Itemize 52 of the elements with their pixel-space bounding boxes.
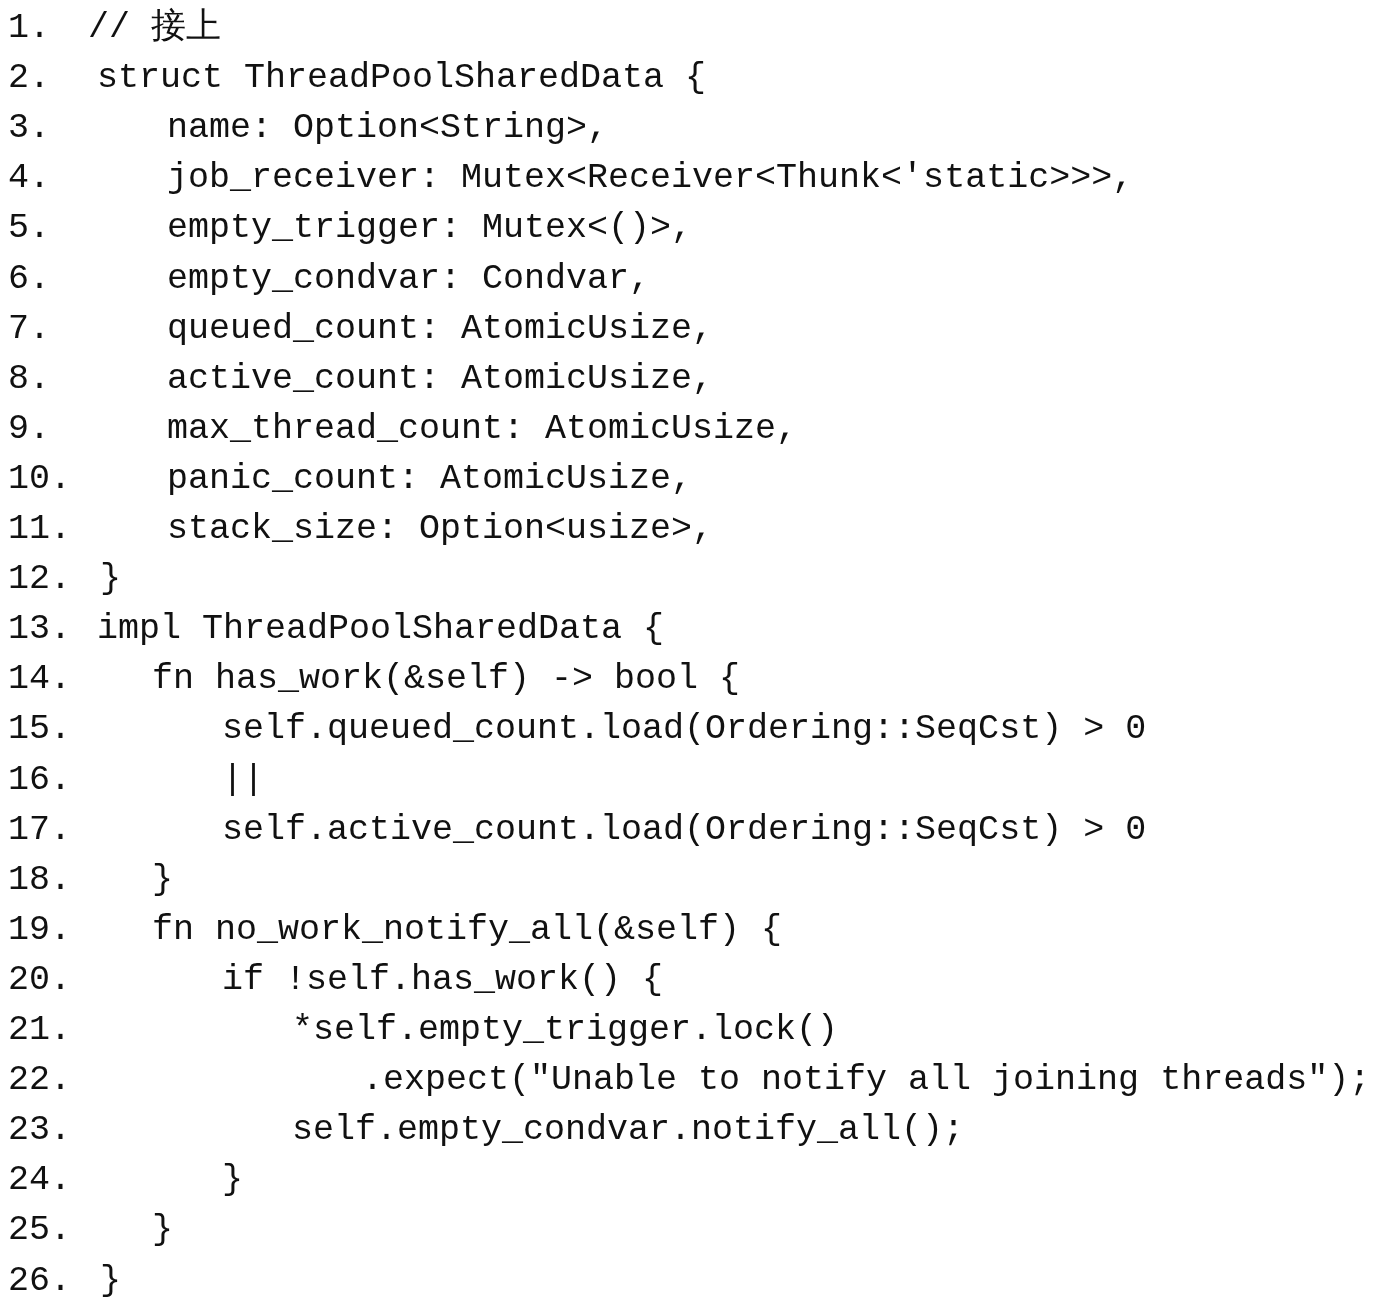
code-line: self.queued_count.load(Ordering::SeqCst) > 0 [222,709,1147,750]
line-number: 12. [8,559,71,600]
code-line: .expect("Unable to notify all joining threads"); [362,1060,1371,1101]
line-number: 5. [8,208,50,249]
line-number: 1. [8,8,50,48]
line-number: 17. [8,809,71,850]
line-number: 14. [8,659,71,700]
code-line: empty_trigger: Mutex<()>, [167,208,693,249]
code-line: job_receiver: Mutex<Receiver<Thunk<'static>>>, [167,158,1134,199]
line-number: 16. [8,759,71,800]
code-line: } [152,859,173,900]
code-line: fn has_work(&self) -> bool { [152,659,741,700]
code-line: stack_size: Option<usize>, [167,509,714,549]
line-number: 13. [8,609,71,650]
line-number: 2. [8,58,50,99]
line-number: 11. [8,509,71,549]
line-number: 25. [8,1210,71,1251]
line-number: 3. [8,108,50,149]
code-line: if !self.has_work() { [222,959,664,1000]
code-line: } [152,1210,173,1251]
code-line: active_count: AtomicUsize, [167,358,714,399]
line-number: 6. [8,258,50,299]
line-number: 10. [8,458,71,499]
line-number: 9. [8,408,50,449]
code-line: self.active_count.load(Ordering::SeqCst) > 0 [222,809,1147,850]
line-number: 21. [8,1010,71,1050]
line-number: 19. [8,909,71,950]
code-line: name: Option<String>, [167,108,609,149]
line-number: 20. [8,959,71,1000]
code-line: } [222,1160,243,1201]
line-number: 24. [8,1160,71,1201]
code-line: // 接上 [88,8,221,48]
line-number: 26. [8,1260,71,1301]
code-line: fn no_work_notify_all(&self) { [152,909,783,950]
code-line: impl ThreadPoolSharedData { [97,609,665,650]
code-line: panic_count: AtomicUsize, [167,458,693,499]
line-number: 7. [8,308,50,349]
code-line: || [222,759,264,800]
code-line: *self.empty_trigger.lock() [292,1010,839,1050]
code-line: } [100,559,121,600]
code-line: struct ThreadPoolSharedData { [97,58,707,99]
line-number: 23. [8,1110,71,1151]
line-number: 8. [8,358,50,399]
code-line: empty_condvar: Condvar, [167,258,651,299]
code-line: queued_count: AtomicUsize, [167,308,714,349]
line-number: 18. [8,859,71,900]
line-number: 15. [8,709,71,750]
code-line: self.empty_condvar.notify_all(); [292,1110,965,1151]
line-number: 4. [8,158,50,199]
line-number: 22. [8,1060,71,1101]
code-line: max_thread_count: AtomicUsize, [167,408,798,449]
code-line: } [100,1260,121,1301]
